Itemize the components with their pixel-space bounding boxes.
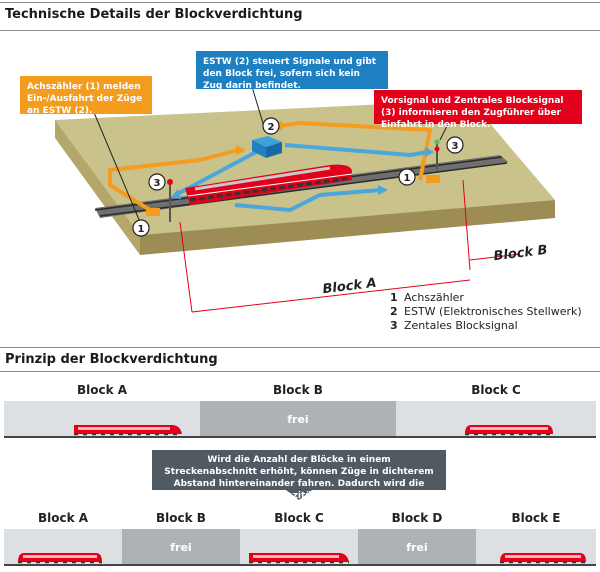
row1-track bbox=[4, 436, 596, 438]
ground-plate-side bbox=[55, 120, 140, 255]
marker-1-right: 1 bbox=[398, 168, 416, 186]
row2-train-e bbox=[500, 553, 586, 564]
row2-track bbox=[4, 564, 596, 566]
callout-signal: Vorsignal und Zentrales Blocksignal (3) … bbox=[374, 90, 582, 130]
row1-free-label: frei bbox=[287, 413, 309, 426]
callout-achszaehler: Achszähler (1) melden Ein-/Ausfahrt der … bbox=[20, 76, 152, 116]
row1-block-b-label: Block B bbox=[273, 383, 323, 397]
marker-1-left-text: 1 bbox=[138, 224, 145, 235]
info-banner-shape bbox=[152, 450, 446, 500]
marker-3-right: 3 bbox=[446, 136, 464, 154]
signal-right-light bbox=[434, 146, 440, 152]
row2-block-a-label: Block A bbox=[37, 511, 89, 525]
callout-estw: ESTW (2) steuert Signale und gibt den Bl… bbox=[196, 51, 388, 91]
axle-counter-right bbox=[426, 175, 440, 183]
section-title-principle: Prinzip der Blockverdichtung bbox=[5, 352, 218, 367]
block-a-left-boundary bbox=[179, 221, 193, 313]
ground-plate-front bbox=[140, 200, 555, 255]
marker-3-left-text: 3 bbox=[154, 178, 161, 189]
row2-block-b-label: Block B bbox=[156, 511, 206, 525]
blue-path-bottom bbox=[234, 188, 381, 213]
estw-box-top bbox=[252, 136, 282, 147]
row1-block-b-free bbox=[200, 401, 396, 437]
axle-counter-left bbox=[146, 208, 160, 216]
marker-1-right-text: 1 bbox=[404, 173, 411, 184]
top-divider bbox=[0, 2, 600, 3]
section2-title-divider bbox=[0, 371, 600, 372]
row2-block-b-free bbox=[122, 529, 240, 565]
blue-path-right bbox=[284, 143, 429, 158]
section-divider bbox=[0, 347, 600, 348]
block-b-label: Block B bbox=[493, 243, 549, 264]
row1-train-a bbox=[74, 425, 182, 436]
row1-block-c-label: Block C bbox=[471, 383, 521, 397]
marker-2-text: 2 bbox=[268, 122, 275, 133]
orange-path-left bbox=[108, 148, 239, 212]
row2-free-label-d: frei bbox=[406, 541, 428, 554]
marker-2: 2 bbox=[262, 117, 280, 135]
block-a-label: Block A bbox=[322, 276, 378, 297]
row2-free-label-b: frei bbox=[170, 541, 192, 554]
info-banner-text: Wird die Anzahl der Blöcke in einem Stre… bbox=[164, 455, 434, 501]
row2-block-c-label: Block C bbox=[274, 511, 324, 525]
train-top-view bbox=[185, 164, 353, 205]
marker-1-left: 1 bbox=[132, 219, 150, 237]
block-b-bracket bbox=[469, 253, 521, 261]
marker-3-left: 3 bbox=[148, 173, 166, 191]
block-compaction-diagram: 1 1 2 3 3 Block A Block B bbox=[55, 79, 555, 313]
leader-achszaehler bbox=[89, 102, 141, 223]
block-a-right-boundary bbox=[462, 179, 471, 271]
row2-block-d-label: Block D bbox=[391, 511, 443, 525]
row1-block-a-label: Block A bbox=[76, 383, 128, 397]
row2-block-e-label: Block E bbox=[511, 511, 561, 525]
title-divider bbox=[0, 30, 600, 31]
row2-block-d-free bbox=[358, 529, 476, 565]
row1-train-c bbox=[465, 425, 553, 436]
row2-train-a bbox=[18, 553, 102, 564]
rail-2 bbox=[99, 162, 508, 217]
signal-left-light bbox=[167, 179, 173, 185]
marker-3-right-text: 3 bbox=[452, 141, 459, 152]
row2-train-c bbox=[249, 553, 349, 564]
block-a-bracket bbox=[191, 279, 471, 313]
section-title-technical: Technische Details der Blockverdichtung bbox=[5, 7, 303, 22]
